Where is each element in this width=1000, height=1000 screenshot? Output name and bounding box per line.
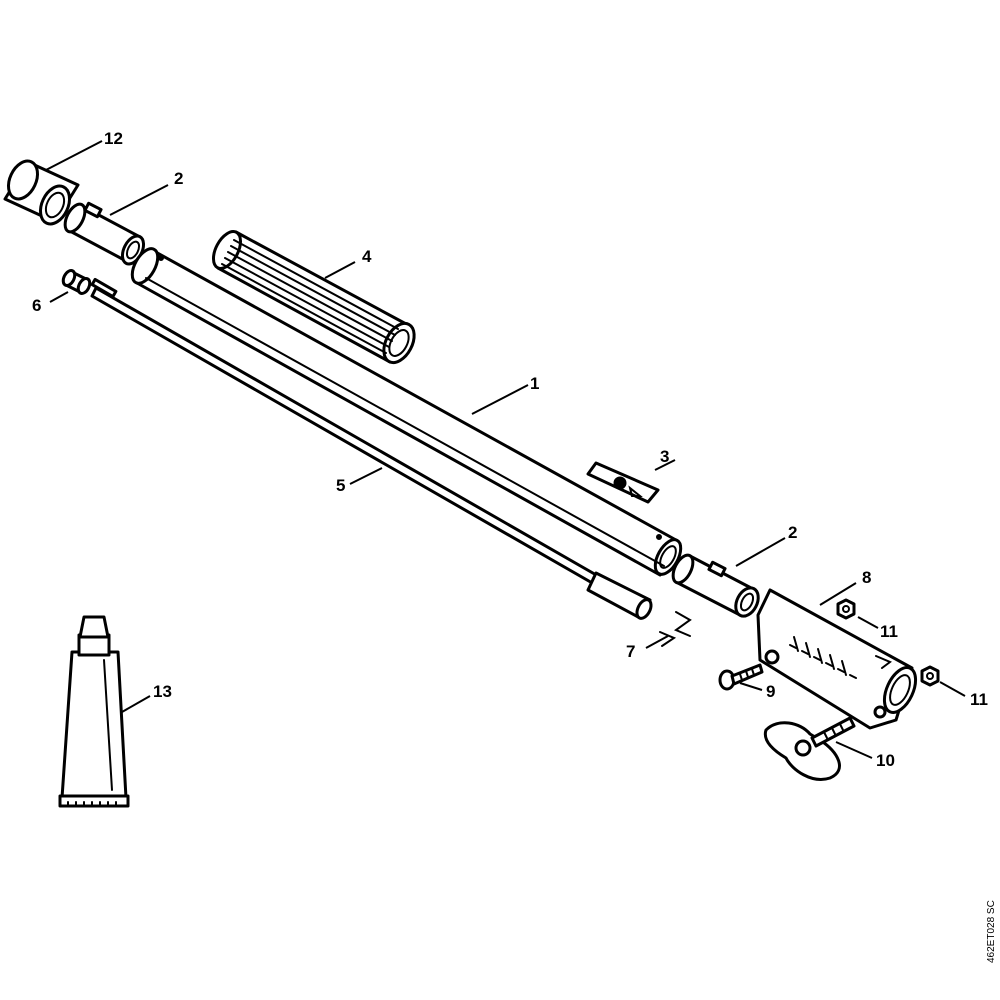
part-8-clamp-housing bbox=[756, 588, 918, 730]
callout-12: 12 bbox=[104, 129, 123, 148]
reference-code: 462ET028 SC bbox=[986, 900, 997, 963]
part-4-handle-sleeve bbox=[211, 230, 416, 365]
callout-11-lower: 11 bbox=[970, 690, 988, 709]
part-7-spring-clip bbox=[659, 611, 692, 647]
callout-3: 3 bbox=[660, 447, 669, 466]
callout-7: 7 bbox=[626, 642, 635, 661]
callout-1: 1 bbox=[530, 374, 539, 393]
part-11-nut-upper bbox=[836, 598, 856, 620]
part-11-nut-lower bbox=[920, 665, 940, 687]
callout-8: 8 bbox=[862, 568, 871, 587]
callout-6: 6 bbox=[32, 296, 41, 315]
leader-lines bbox=[45, 140, 966, 759]
part-3-warning-label bbox=[586, 461, 660, 504]
part-2-coupling-sleeve-upper bbox=[63, 201, 146, 266]
callout-labels: 12 2 4 6 1 5 3 2 8 11 7 9 11 10 13 bbox=[32, 129, 988, 770]
callout-2-upper: 2 bbox=[174, 169, 183, 188]
part-6-bushing bbox=[61, 269, 92, 295]
callout-4: 4 bbox=[362, 247, 372, 266]
callout-5: 5 bbox=[336, 476, 345, 495]
callout-11-upper: 11 bbox=[880, 622, 898, 641]
callout-13: 13 bbox=[153, 682, 172, 701]
part-10-wing-screw bbox=[763, 716, 856, 781]
part-5-drive-shaft bbox=[90, 277, 653, 620]
callout-2-lower: 2 bbox=[788, 523, 797, 542]
part-13-grease-tube bbox=[58, 615, 130, 808]
part-2-coupling-sleeve-lower bbox=[671, 553, 760, 618]
callout-9: 9 bbox=[766, 682, 775, 701]
part-9-screw bbox=[718, 663, 764, 691]
callout-10: 10 bbox=[876, 751, 895, 770]
part-12-end-cap bbox=[3, 159, 80, 226]
part-1-drive-tube bbox=[130, 247, 683, 577]
